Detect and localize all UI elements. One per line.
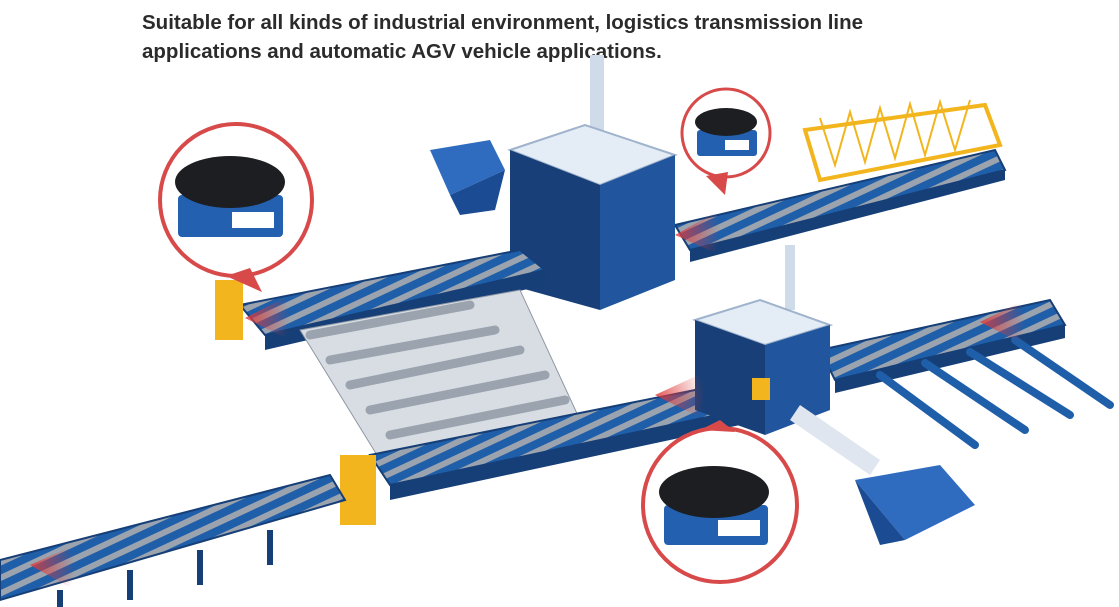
warning-zone-icon bbox=[980, 300, 1025, 345]
warning-zone-icon bbox=[245, 295, 290, 340]
secondary-machine bbox=[691, 245, 834, 435]
sensor-callout-left bbox=[158, 122, 314, 292]
lidar-sensor-icon bbox=[659, 466, 769, 545]
warning-zone-icon bbox=[655, 372, 705, 420]
caption-line-1: Suitable for all kinds of industrial env… bbox=[142, 11, 864, 34]
upper-right-conveyor bbox=[673, 148, 1007, 262]
lidar-sensor-icon bbox=[695, 108, 757, 156]
lidar-sensor-icon bbox=[175, 156, 285, 237]
main-machine bbox=[507, 55, 678, 310]
warning-zone-icon bbox=[675, 210, 720, 255]
pipe-transfer-deck bbox=[299, 289, 581, 461]
scan-zones bbox=[30, 210, 1025, 590]
lower-conveyor bbox=[340, 383, 742, 525]
bottom-left-conveyor bbox=[0, 473, 347, 607]
sensor-callout-bottom bbox=[641, 420, 799, 584]
caption-line-2: applications and automatic AGV vehicle a… bbox=[142, 40, 662, 63]
right-conveyor bbox=[818, 298, 1114, 449]
discharge-bin bbox=[790, 405, 975, 545]
caption: Suitable for all kinds of industrial env… bbox=[142, 8, 942, 66]
sensor-callout-top bbox=[680, 87, 772, 195]
hopper-top bbox=[430, 140, 505, 215]
warning-zone-icon bbox=[30, 545, 75, 590]
yellow-rack bbox=[802, 98, 1003, 183]
